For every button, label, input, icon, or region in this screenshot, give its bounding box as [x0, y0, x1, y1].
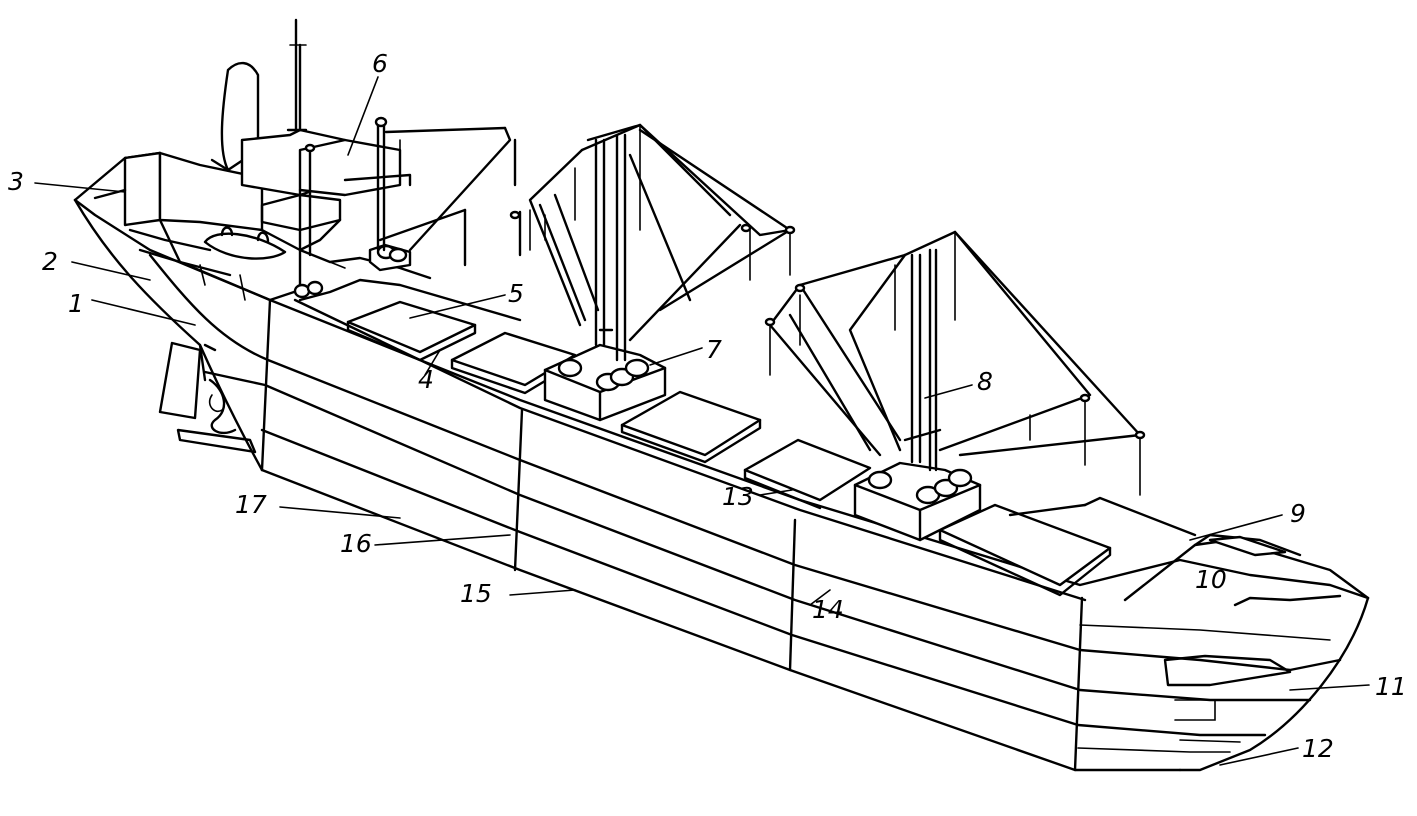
cargo-gear — [304, 116, 1146, 542]
callout-11: 11 — [1375, 672, 1407, 701]
callout-8: 8 — [977, 367, 993, 396]
callout-9: 9 — [1290, 499, 1306, 528]
superstructure — [93, 18, 412, 302]
callout-7: 7 — [706, 335, 722, 364]
callout-12: 12 — [1302, 734, 1334, 763]
callout-17: 17 — [235, 490, 267, 519]
hull — [73, 151, 1370, 772]
callout-2: 2 — [42, 247, 58, 276]
callout-6: 6 — [372, 49, 388, 78]
main-deck — [298, 248, 1112, 597]
callout-3: 3 — [8, 167, 24, 196]
callout-10: 10 — [1195, 565, 1227, 594]
callout-1: 1 — [68, 289, 84, 318]
callout-14: 14 — [812, 595, 844, 624]
callout-15: 15 — [460, 579, 492, 608]
callout-4: 4 — [418, 365, 434, 394]
callout-leaders — [34, 76, 1370, 766]
callout-13: 13 — [722, 482, 754, 511]
callout-16: 16 — [340, 529, 372, 558]
callout-5: 5 — [508, 279, 524, 308]
callout-labels: 1 2 3 4 5 6 7 8 9 10 11 12 13 14 15 16 1… — [8, 49, 1407, 763]
